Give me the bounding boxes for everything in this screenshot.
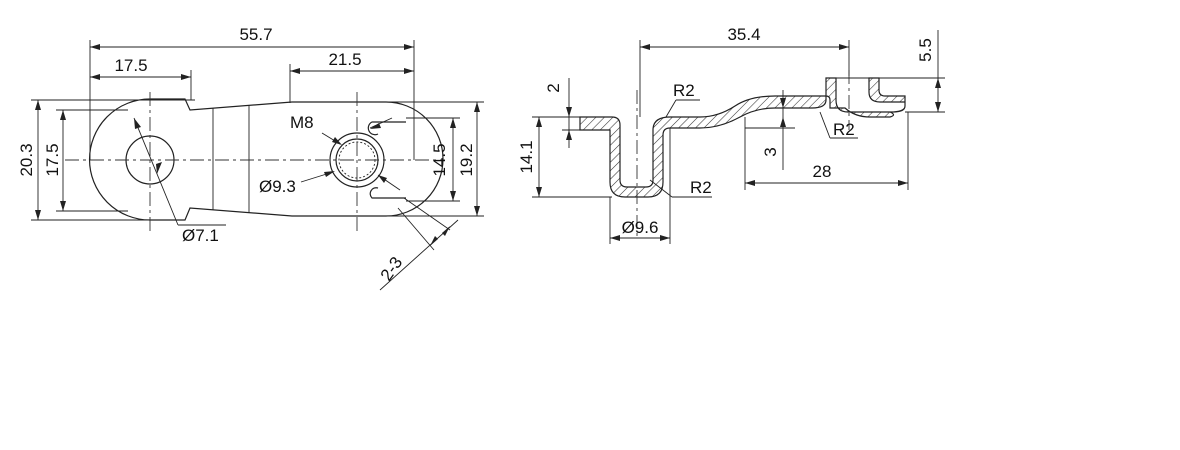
dim-offset: 3 [745, 90, 795, 170]
dim-offset-label: 3 [761, 147, 780, 156]
dim-slot-height-label: 14.5 [430, 143, 449, 176]
dim-cup-dia-label: Ø9.6 [622, 218, 659, 237]
dim-overall-length-label: 55.7 [239, 25, 272, 44]
dim-thread-offset-label: 21.5 [328, 50, 361, 69]
dim-cup-dia: Ø9.6 [609, 128, 671, 244]
front-view: 55.7 17.5 21.5 20.3 [17, 25, 484, 291]
counterbore-leader: Ø9.3 [259, 171, 401, 196]
side-view: 35.4 5.5 2 14.1 [517, 25, 945, 244]
section-profile [579, 77, 906, 198]
hole-leader: Ø7.1 [133, 117, 226, 245]
radius-right-label: R2 [833, 120, 855, 139]
dim-slot-width: 2-3 [377, 197, 459, 291]
hole-dia-label: Ø7.1 [182, 226, 219, 245]
radius-right-leader: R2 [819, 111, 858, 139]
counterbore-label: Ø9.3 [259, 177, 296, 196]
dim-end-height-label: 19.2 [457, 143, 476, 176]
dim-outer-height: 20.3 [17, 99, 195, 221]
dim-boss-height: 5.5 [826, 30, 945, 113]
radius-top-label: R2 [673, 81, 695, 100]
radius-cup-leader: R2 [649, 178, 712, 198]
thread-leader: M8 [290, 113, 393, 145]
dim-thickness: 2 [544, 78, 580, 148]
dim-hole-offset-label: 17.5 [114, 56, 147, 75]
thread-label: M8 [290, 113, 314, 132]
dim-slot-height: 14.5 [406, 117, 460, 202]
dim-right-length-label: 28 [813, 162, 832, 181]
dim-inner-height-label: 17.5 [43, 143, 62, 176]
dim-span-label: 35.4 [727, 25, 760, 44]
dim-thickness-label: 2 [544, 83, 563, 92]
dim-cup-depth-label: 14.1 [517, 140, 536, 173]
dim-thread-offset: 21.5 [289, 50, 414, 103]
dim-inner-height: 17.5 [43, 109, 128, 212]
radius-top-leader: R2 [665, 81, 700, 118]
radius-cup-label: R2 [690, 178, 712, 197]
dim-hole-offset: 17.5 [90, 56, 192, 100]
slot-cut [367, 121, 406, 136]
dim-right-length: 28 [744, 112, 909, 190]
dim-span: 35.4 [639, 25, 850, 117]
dim-slot-width-label: 2-3 [377, 253, 407, 284]
dim-boss-height-label: 5.5 [916, 38, 935, 62]
dim-outer-height-label: 20.3 [17, 143, 36, 176]
bracket-outline [88, 98, 444, 221]
dim-end-height: 19.2 [386, 101, 484, 217]
dim-cup-depth: 14.1 [517, 116, 612, 198]
slot-cut-lower [369, 187, 406, 199]
dim-overall-length: 55.7 [89, 25, 415, 160]
